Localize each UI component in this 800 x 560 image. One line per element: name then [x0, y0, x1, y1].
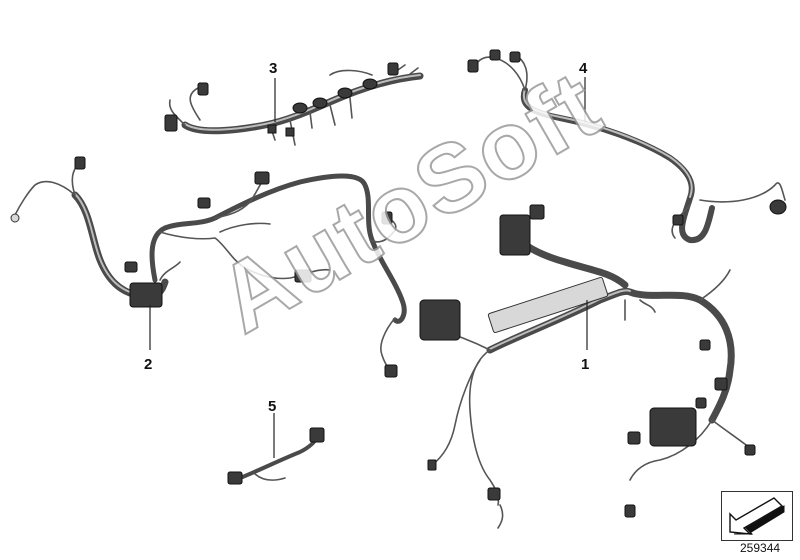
callout-5: 5 — [268, 398, 276, 415]
harness-part-2 — [10, 156, 407, 378]
harness-part-5 — [227, 427, 325, 485]
callout-2: 2 — [144, 356, 152, 373]
callout-1: 1 — [581, 356, 589, 373]
harness-part-4 — [467, 49, 787, 244]
callout-3: 3 — [269, 60, 277, 77]
reference-box — [721, 491, 793, 541]
arrow-down-left-icon — [729, 497, 785, 535]
callout-4: 4 — [579, 60, 588, 77]
harness-part-1 — [419, 204, 756, 529]
reference-number: 259344 — [740, 541, 781, 555]
harness-part-3 — [164, 62, 424, 146]
